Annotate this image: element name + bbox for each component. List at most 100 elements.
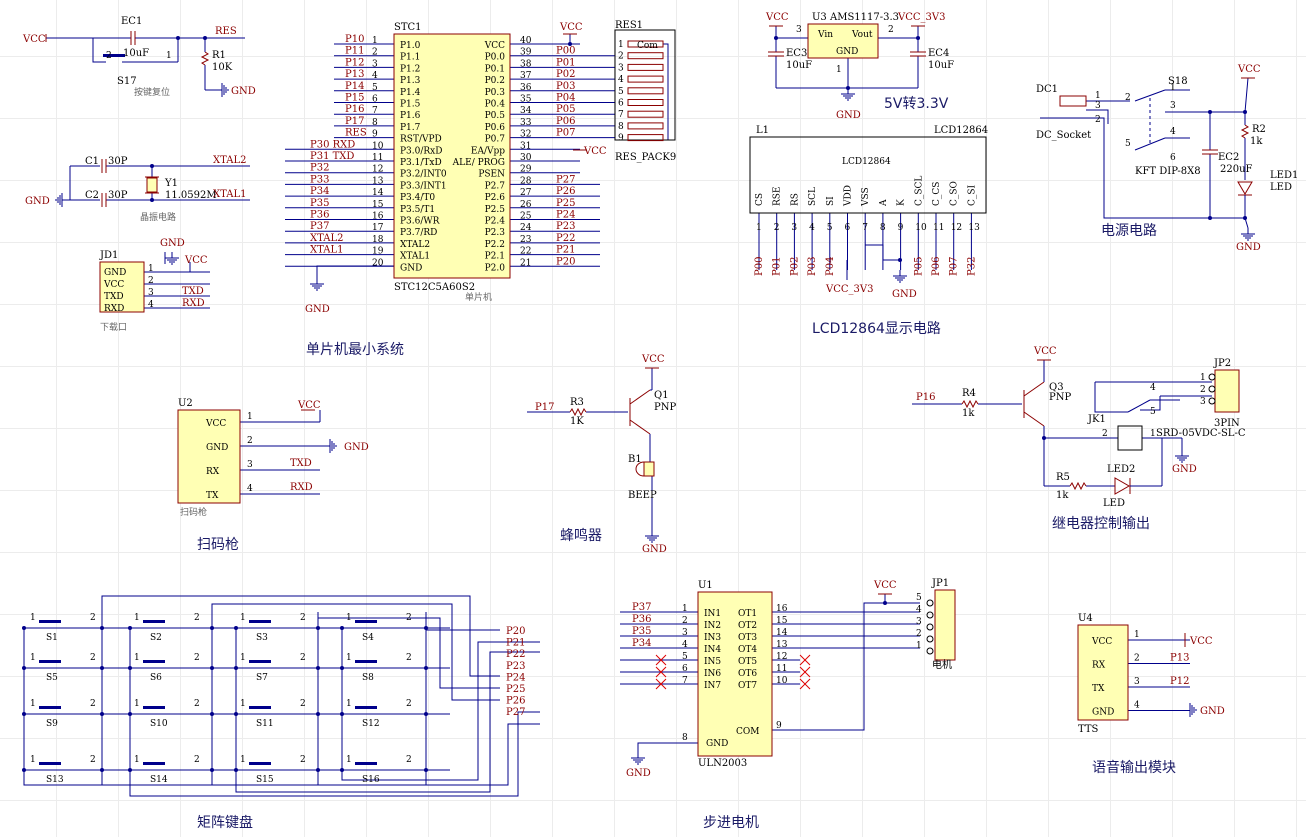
respack-res-8 — [627, 134, 664, 142]
b1-name: BEEP — [628, 490, 657, 501]
keypad-switch-S13 — [36, 762, 64, 771]
mcu-left-pin-5: P1.5 — [400, 100, 421, 110]
mcu-right-num-1: 39 — [520, 48, 532, 58]
lcd-num-4: 5 — [827, 223, 833, 233]
section-title-scanner: 扫码枪 — [197, 536, 239, 553]
keypad-p2-5: 2 — [194, 653, 200, 663]
keypad-label-3: S4 — [362, 633, 374, 643]
mcu-left-num-10: 11 — [372, 153, 383, 163]
tts-vcc-label: VCC — [1189, 636, 1213, 647]
mcu-left-num-13: 14 — [372, 188, 384, 198]
respack-res-1 — [627, 52, 664, 60]
jp2-num-2: 3 — [1200, 397, 1206, 407]
lcd-net-1: P01 — [772, 257, 783, 276]
tts-name: TTS — [1078, 724, 1099, 735]
lcd-num-1: 2 — [774, 223, 780, 233]
reset-gnd — [221, 83, 229, 97]
mcu-left-net-12: P33 — [310, 174, 329, 185]
mcu-left-pin-15: P3.6/WR — [400, 217, 440, 227]
reset-switch — [100, 54, 128, 63]
keypad-switch-S3 — [246, 620, 274, 629]
dc-ref: DC1 — [1036, 84, 1058, 95]
keypad-switch-S6 — [140, 660, 168, 669]
jp1-ref: JP1 — [931, 578, 949, 589]
uln-out-2: OT3 — [738, 633, 757, 643]
scanner-pin-1: GND — [206, 443, 228, 453]
keypad-p1-9: 1 — [134, 699, 140, 709]
keypad-p2-15: 2 — [406, 755, 412, 765]
reset-sw-pin1: 1 — [166, 51, 172, 61]
section-title-regulator: 5V转3.3V — [884, 96, 949, 112]
mcu-left-pin-13: P3.4/T0 — [400, 193, 435, 203]
uln-in-num-4: 5 — [682, 652, 688, 662]
section-title-mcu: 单片机最小系统 — [306, 342, 404, 358]
dc-pin-3: 3 — [1095, 101, 1101, 111]
mcu-left-pin-8: RST/VPD — [400, 135, 442, 145]
section-title-power: 电源电路 — [1101, 223, 1157, 239]
keypad-p2-9: 2 — [194, 699, 200, 709]
reset-cap-ref: EC1 — [121, 16, 142, 27]
mcu-right-pin-3: P0.2 — [485, 76, 505, 86]
reset-note: 按键复位 — [134, 86, 170, 98]
scanner-num-2: 3 — [247, 460, 253, 470]
reset-cap-value: 10uF — [123, 48, 149, 59]
jk1-pin-5: 5 — [1150, 407, 1156, 417]
jp2-name: 3PIN — [1214, 418, 1240, 429]
mcu-right-pin-4: P0.3 — [485, 88, 506, 98]
jk1-pin-1: 1 — [1150, 429, 1156, 439]
keypad-p1-0: 1 — [30, 613, 36, 623]
jp1-num-1: 4 — [916, 605, 922, 615]
mcu-right-pin-19: P2.0 — [485, 263, 506, 273]
junction-dot — [1208, 216, 1212, 220]
scanner-pin-2: RX — [206, 467, 220, 477]
mcu-right-net-18: P21 — [556, 245, 575, 256]
keypad-p2-0: 2 — [90, 613, 96, 623]
mcu-vcc-label: VCC — [559, 22, 583, 33]
mcu-left-num-0: 1 — [372, 36, 378, 46]
keypad-p2-3: 2 — [406, 613, 412, 623]
mcu-right-pin-2: P0.1 — [485, 64, 505, 74]
tts-pin-2: TX — [1092, 684, 1105, 694]
tts-pin-1: RX — [1092, 661, 1106, 671]
keypad-switch-S8 — [352, 660, 380, 669]
keypad-p2-14: 2 — [300, 755, 306, 765]
led2-ref: LED2 — [1107, 464, 1135, 475]
jk1-part: SRD-05VDC-SL-C — [1156, 428, 1246, 439]
ec4-cap — [910, 51, 926, 57]
lcd-vcc33-label: VCC_3V3 — [825, 284, 873, 295]
vcc-label-reset: VCC — [22, 34, 46, 45]
reset-resistor — [200, 51, 210, 66]
respack-num-8: 9 — [618, 134, 624, 144]
scanner-txd-label: TXD — [290, 458, 312, 469]
uln-in-num-3: 4 — [682, 640, 688, 650]
keypad-p2-1: 2 — [194, 613, 200, 623]
crystal-gnd — [55, 193, 63, 207]
jd1-num-3: 4 — [148, 300, 154, 310]
respack-name: RES_PACK9 — [615, 152, 676, 163]
lcd-net-11: P07 — [949, 257, 960, 276]
buzzer-net-in: P17 — [535, 402, 554, 413]
uln-out-num-4: 12 — [776, 652, 787, 662]
lcd-name: LCD12864 — [934, 125, 988, 136]
jd1-gnd-label: GND — [160, 238, 185, 249]
tts-ref: U4 — [1078, 613, 1093, 624]
mcu-left-pin-12: P3.3/INT1 — [400, 181, 447, 191]
dc-pin-1: 1 — [1095, 91, 1101, 101]
reset-switch-ref: S17 — [117, 76, 137, 87]
mcu-right-num-14: 26 — [520, 200, 532, 210]
mcu-right-num-9: 31 — [520, 141, 531, 151]
uln-out-1: OT2 — [738, 621, 757, 631]
mcu-right-net-3: P02 — [556, 69, 575, 80]
uln-net-2: P35 — [632, 626, 651, 637]
reg-ref: U3 — [812, 12, 827, 23]
tts-gnd — [1189, 703, 1197, 717]
keypad-p1-1: 1 — [134, 613, 140, 623]
pwr-gnd-label: GND — [1236, 242, 1261, 253]
keypad-net-0: P20 — [506, 626, 525, 637]
junction-dot — [210, 712, 214, 716]
uln2003-chip — [697, 591, 773, 757]
reset-sw-pin2: 2 — [106, 51, 112, 61]
mcu-left-net-8: RES — [345, 128, 367, 139]
jp2-pin — [1208, 397, 1216, 405]
